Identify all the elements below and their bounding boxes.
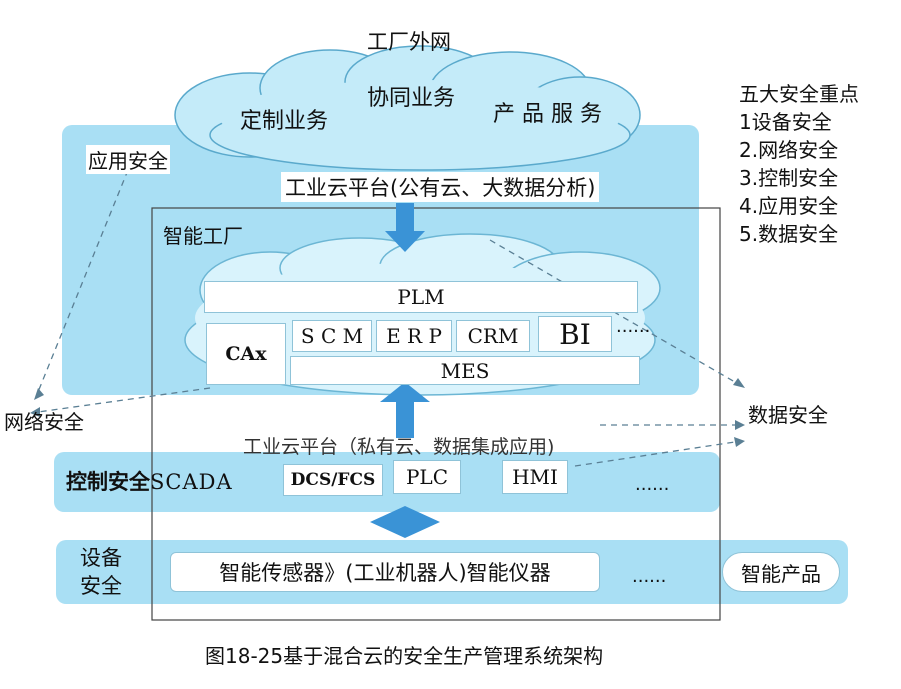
five-point-4: 4.应用安全 — [739, 194, 839, 218]
crm-box: CRM — [456, 320, 530, 352]
down-arrow — [385, 203, 425, 252]
smart-products-box: 智能产品 — [722, 552, 840, 592]
control-ellipsis: ...... — [635, 474, 670, 495]
five-point-3: 3.控制安全 — [739, 166, 839, 190]
external-network-label: 工厂外网 — [367, 30, 451, 54]
control-layer-band — [54, 452, 720, 512]
private-cloud-label: 工业云平台（私有云、数据集成应用) — [243, 436, 555, 458]
device-ellipsis: ...... — [632, 566, 667, 587]
service-custom: 定制业务 — [240, 109, 329, 134]
service-product: 产 品 服 务 — [493, 102, 602, 127]
service-collab: 协同业务 — [367, 86, 456, 111]
mes-box: MES — [290, 356, 640, 385]
plc-box: PLC — [393, 460, 461, 494]
public-cloud-label: 工业云平台(公有云、大数据分析) — [281, 172, 600, 202]
data-security-label: 数据安全 — [748, 403, 828, 427]
app-security-label: 应用安全 — [86, 145, 170, 174]
up-arrow — [380, 382, 430, 438]
cax-box: CAx — [206, 323, 286, 385]
bidirectional-arrow — [370, 506, 440, 538]
systems-ellipsis: ...... — [616, 316, 651, 337]
five-point-1: 1设备安全 — [739, 110, 832, 134]
five-point-2: 2.网络安全 — [739, 138, 839, 162]
smart-factory-label: 智能工厂 — [163, 224, 243, 248]
five-points-title: 五大安全重点 — [739, 82, 859, 106]
dcs-box: DCS/FCS — [283, 464, 383, 496]
device-security-line2: 安全 — [80, 574, 122, 598]
device-security-line1: 设备 — [80, 546, 122, 570]
erp-box: E R P — [376, 320, 452, 352]
five-point-5: 5.数据安全 — [739, 222, 839, 246]
sensors-box: 智能传感器》(工业机器人)智能仪器 — [170, 552, 600, 592]
scada-text: SCADA — [150, 470, 233, 494]
hmi-box: HMI — [502, 460, 568, 494]
scm-box: S C M — [292, 320, 372, 352]
control-security-label: 控制安全SCADA — [66, 466, 233, 496]
figure-caption: 图18-25基于混合云的安全生产管理系统架构 — [205, 644, 604, 668]
control-security-text: 控制安全 — [66, 470, 150, 494]
bi-box: BI — [538, 316, 612, 352]
smart-factory-frame — [151, 207, 721, 621]
network-security-label: 网络安全 — [4, 410, 84, 434]
plm-box: PLM — [204, 281, 638, 313]
